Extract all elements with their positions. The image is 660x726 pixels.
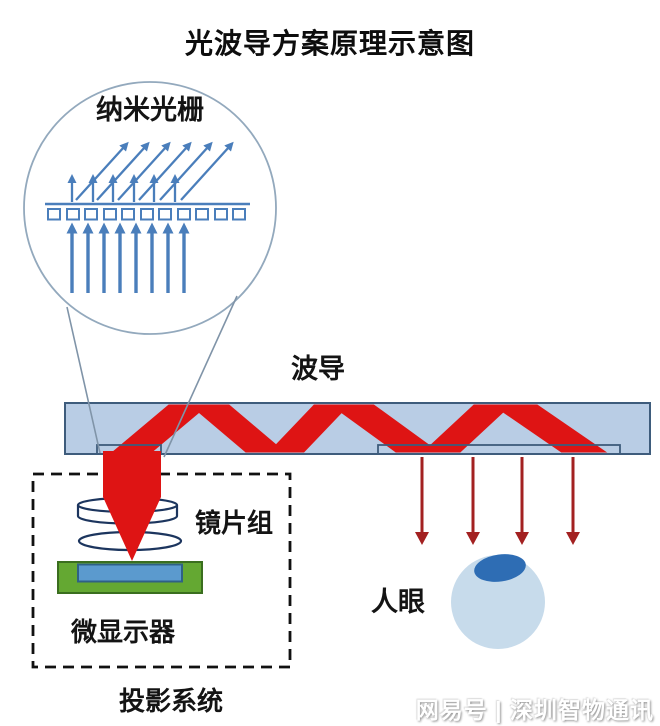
micro-display-label: 微显示器 — [71, 617, 176, 647]
out-coupler-grating — [377, 444, 621, 455]
eye — [451, 554, 545, 649]
nano-grating-label: 纳米光栅 — [96, 95, 204, 125]
surface-normal-arrows — [67, 174, 180, 202]
page-title: 光波导方案原理示意图 — [184, 28, 475, 59]
lens-group-label: 镜片组 — [195, 508, 274, 538]
human-eye-label: 人眼 — [371, 587, 425, 617]
watermark: 网易号 | 深圳智物通讯 — [415, 697, 654, 723]
projection-system-label: 投影系统 — [119, 686, 224, 716]
display-panel — [77, 563, 183, 583]
incident-light-arrows — [66, 222, 190, 293]
diffracted-light-arrows — [75, 141, 234, 201]
iris — [474, 554, 526, 582]
nano-grating-structure — [45, 202, 250, 221]
waveguide-label: 波导 — [291, 354, 345, 384]
beam-input — [103, 451, 161, 561]
eyeball — [451, 555, 545, 649]
callout-line-right — [163, 295, 238, 458]
projector-box — [31, 472, 292, 669]
grating-teeth — [47, 208, 246, 221]
exit-light-arrows — [415, 457, 580, 545]
callout-line-left — [66, 306, 101, 454]
